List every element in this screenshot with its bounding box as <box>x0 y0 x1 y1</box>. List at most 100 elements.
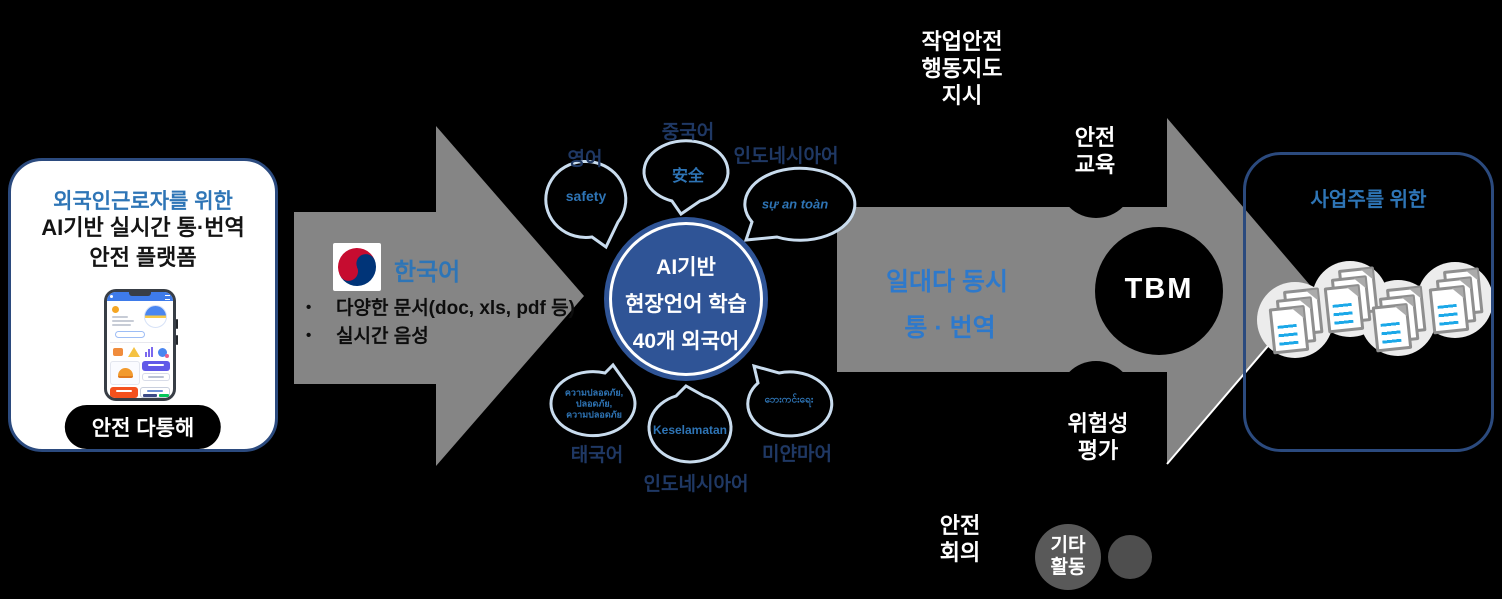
tbm-label: TBM <box>1124 273 1194 306</box>
label-english: 영어 <box>567 149 603 170</box>
bubble-indonesian-bottom <box>647 384 733 464</box>
app-small-button <box>115 331 145 338</box>
ai-core-line1: AI기반 <box>656 256 716 279</box>
bullet-dot: • <box>306 327 312 344</box>
activity-safety-meeting: 안전 회의 <box>940 512 980 566</box>
phone-side-button <box>176 319 178 329</box>
document-stack <box>1370 285 1427 353</box>
output-arrow-shape <box>837 118 1315 464</box>
bubble-text-thai: ความปลอดภัย, ปลอดภัย, ความปลอดภัย <box>565 388 623 421</box>
divider <box>110 342 170 343</box>
white-action-button <box>140 387 170 398</box>
app-buttons <box>142 361 170 385</box>
input-bullet-list: • 다양한 문서(doc, xls, pdf 등) • 실시간 음성 <box>306 294 575 350</box>
arrow-notch-bottom <box>1058 361 1134 437</box>
ai-core-circle: AI기반 현장언어 학습 40개 외국어 <box>604 217 768 381</box>
etc-line2: 활동 <box>1050 557 1086 578</box>
weather-sun-icon <box>112 306 119 313</box>
korea-flag-icon <box>331 241 383 293</box>
work-guidance-line3: 지시 <box>941 83 983 108</box>
worker-panel: 외국인근로자를 위한 AI기반 실시간 통·번역 안전 플랫폼 <box>8 158 278 452</box>
label-myanmar: 미얀마어 <box>762 444 832 465</box>
worker-panel-subtitle: AI기반 실시간 통·번역 안전 플랫폼 <box>11 213 275 273</box>
work-guidance-line2: 행동지도 <box>921 56 1003 81</box>
call-icon <box>158 347 170 358</box>
document-page <box>1371 302 1413 353</box>
activity-etc-circle: 기타 활동 <box>1035 524 1101 590</box>
thai-line3: ความปลอดภัย <box>566 409 622 420</box>
arrow-notch-top <box>1058 142 1134 218</box>
bubble-text-indonesian-bottom: Keselamatan <box>652 423 728 437</box>
warning-icon <box>127 347 140 357</box>
label-thai: 태국어 <box>570 445 624 466</box>
ai-core-text: AI기반 현장언어 학습 40개 외국어 <box>604 249 768 360</box>
input-arrow-shape <box>294 126 584 466</box>
bullet-item: • 실시간 음성 <box>306 322 575 350</box>
purple-button <box>142 361 170 371</box>
bubble-myanmar <box>746 363 834 438</box>
etc-text: 기타 활동 <box>1051 535 1086 579</box>
app-card-row <box>110 361 170 385</box>
etc-small-circle <box>1108 535 1152 579</box>
weather-text-line <box>112 320 134 322</box>
worker-panel-subtitle-line2: 안전 플랫폼 <box>89 245 197 270</box>
activity-risk-assessment: 위험성 평가 <box>1068 410 1129 464</box>
helmet-icon <box>117 368 133 378</box>
phone-screen <box>107 292 173 398</box>
weather-text-line <box>112 324 131 326</box>
thai-line2: ปลอดภัย, <box>575 398 613 409</box>
orange-action-button <box>110 387 138 398</box>
app-footer-logos <box>143 394 169 397</box>
phone-side-button <box>176 335 178 345</box>
document-stack <box>1322 266 1379 334</box>
taegeuk-icon <box>331 241 383 293</box>
document-page <box>1268 304 1310 355</box>
employer-panel-title: 사업주를 위한 <box>1310 189 1427 211</box>
work-guidance-line1: 작업안전 <box>921 29 1003 54</box>
output-arrow-line2: 통 · 번역 <box>904 314 996 342</box>
bubble-chinese <box>642 139 730 217</box>
bullet-text: 실시간 음성 <box>336 326 429 347</box>
activity-safety-education: 안전 교육 <box>1075 124 1115 178</box>
risk-assessment-line2: 평가 <box>1077 438 1119 463</box>
document-stack <box>1427 267 1484 335</box>
phone-notch <box>129 292 151 296</box>
label-indonesian-bottom: 인도네시아어 <box>643 474 749 495</box>
safety-meeting-line1: 안전 <box>939 513 981 538</box>
activity-work-guidance: 작업안전 행동지도 지시 <box>922 28 1003 109</box>
bullet-dot: • <box>306 299 312 316</box>
bubble-thai <box>549 362 637 438</box>
weather-text-line <box>112 316 128 318</box>
bubble-text-myanmar: ဘေးကင်းရေး <box>764 394 814 406</box>
helmet-card <box>110 361 140 385</box>
document-stack <box>1267 287 1324 355</box>
bubble-text-indonesian-top: sự an toàn <box>761 196 829 212</box>
app-icon-row <box>110 345 170 359</box>
app-header-bar <box>107 292 173 301</box>
bullet-item: • 다양한 문서(doc, xls, pdf 등) <box>306 294 575 322</box>
label-chinese: 중국어 <box>661 122 715 143</box>
bubble-indonesian-top <box>743 166 857 242</box>
phone-mockup <box>104 289 178 401</box>
safety-mascot <box>144 305 167 328</box>
bullet-text: 다양한 문서(doc, xls, pdf 등) <box>336 298 575 319</box>
ai-core-line3: 40개 외국어 <box>632 330 740 353</box>
label-indonesian-top: 인도네시아어 <box>733 146 839 167</box>
worker-panel-subtitle-line1: AI기반 실시간 통·번역 <box>41 215 245 240</box>
ai-core-line2: 현장언어 학습 <box>625 293 747 316</box>
document-page <box>1428 284 1470 335</box>
select-button <box>142 373 170 381</box>
cart-icon <box>112 348 123 356</box>
korean-language-label: 한국어 <box>394 259 461 286</box>
risk-assessment-line1: 위험성 <box>1067 411 1129 436</box>
app-action-row <box>110 387 170 398</box>
safety-meeting-line2: 회의 <box>939 540 981 565</box>
safety-education-line2: 교육 <box>1074 152 1116 177</box>
tbm-circle <box>1095 227 1223 355</box>
bubble-text-english: safety <box>565 188 607 204</box>
thai-line1: ความปลอดภัย, <box>564 387 624 398</box>
bubble-text-chinese: 安全 <box>671 168 705 185</box>
app-menu-icon <box>165 295 170 300</box>
